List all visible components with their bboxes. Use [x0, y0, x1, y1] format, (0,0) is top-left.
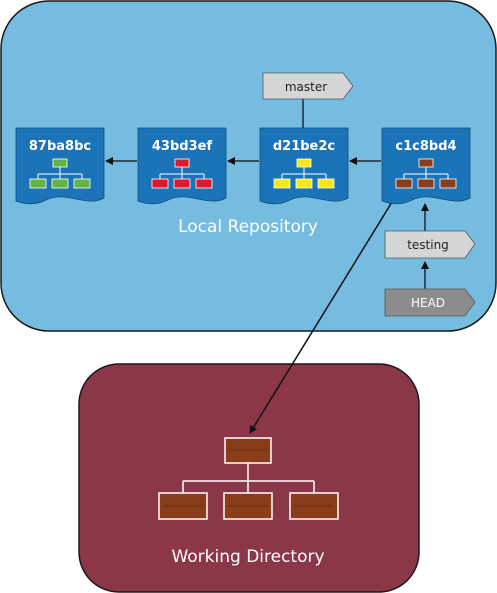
branch-tag-shape — [384, 230, 476, 259]
local-repository-label: Local Repository — [178, 217, 318, 237]
tree-root-node — [52, 158, 68, 168]
tree-leaf-node — [317, 178, 335, 189]
local-repository-box — [0, 0, 497, 332]
working-directory-tree — [158, 437, 339, 520]
head-tag-shape — [384, 288, 476, 317]
commit-tree-icon — [29, 158, 91, 189]
head-pointer: HEAD — [384, 288, 476, 317]
commit-hash: 43bd3ef — [152, 139, 213, 154]
checkout-arrow — [249, 201, 393, 434]
tree-leaf-node — [151, 178, 169, 189]
tree-root-node — [418, 158, 434, 168]
head-label: HEAD — [411, 296, 445, 310]
working-directory-box — [78, 363, 420, 593]
commits: 87ba8bc 43bd3ef d21be2c c1c8bd4 — [15, 127, 471, 205]
tree-leaf-node — [73, 178, 91, 189]
commit-hash: d21be2c — [273, 139, 335, 154]
commit-hash: c1c8bd4 — [395, 139, 456, 154]
branch-testing: testing — [384, 230, 476, 259]
tree-root-node — [296, 158, 312, 168]
branch-master: master — [262, 72, 354, 100]
tree-leaf-node — [29, 178, 47, 189]
tree-leaf-node — [195, 178, 213, 189]
commit-43bd3ef: 43bd3ef — [137, 127, 227, 205]
commit-tree-icon — [395, 158, 457, 189]
commit-tree-icon — [151, 158, 213, 189]
commit-tree-icon — [273, 158, 335, 189]
tree-leaf-node — [439, 178, 457, 189]
branch-testing-label: testing — [407, 238, 449, 252]
tree-leaf-node — [417, 178, 435, 189]
working-directory-label: Working Directory — [171, 547, 324, 567]
branch-tag-shape — [262, 72, 354, 100]
branch-master-label: master — [285, 80, 327, 94]
commit-87ba8bc: 87ba8bc — [15, 127, 105, 205]
tree-root-node — [174, 158, 190, 168]
tree-leaf-node — [295, 178, 313, 189]
commit-hash: 87ba8bc — [29, 139, 91, 154]
tree-leaf-node — [173, 178, 191, 189]
commit-d21be2c: d21be2c — [259, 127, 349, 205]
commit-c1c8bd4: c1c8bd4 — [381, 127, 471, 205]
tree-leaf-node — [273, 178, 291, 189]
tree-leaf-node — [395, 178, 413, 189]
tree-leaf-node — [51, 178, 69, 189]
